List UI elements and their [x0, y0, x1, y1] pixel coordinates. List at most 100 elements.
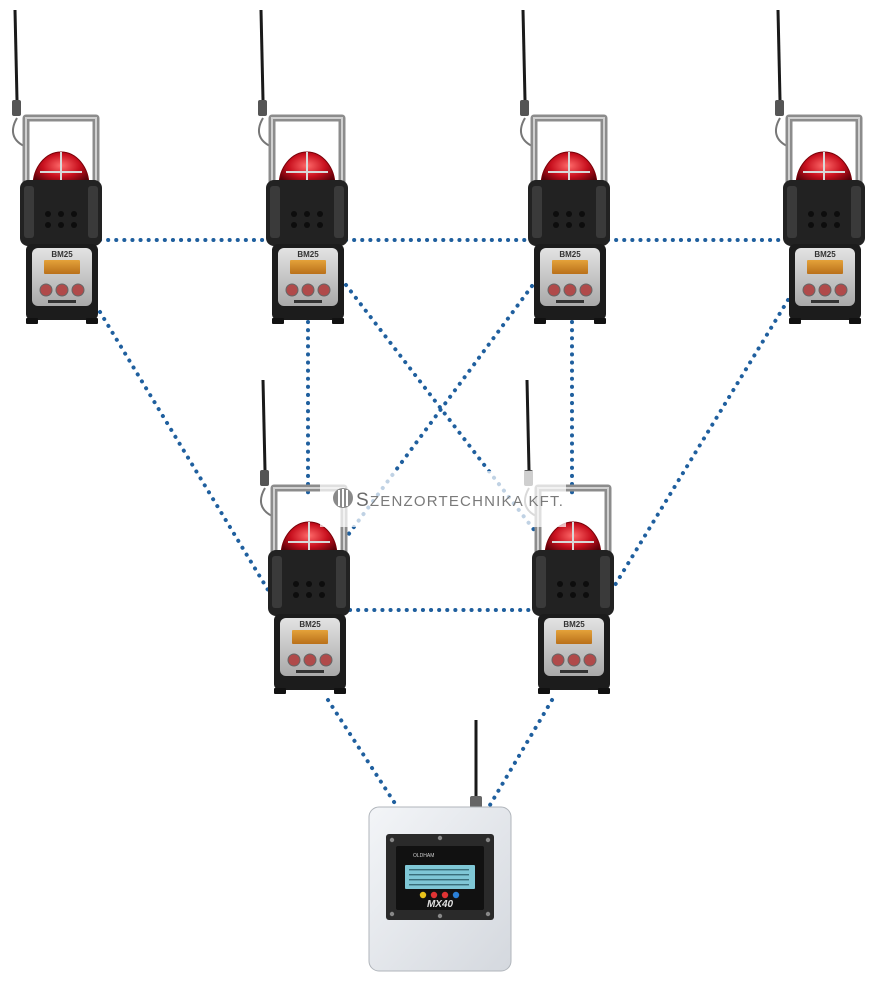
foot-right [334, 688, 346, 694]
sensor-port-icon [45, 211, 51, 217]
bezel-screw-icon [437, 835, 443, 841]
side-grip-right [596, 186, 606, 238]
sensor-port-icon [557, 581, 563, 587]
sensor-port-icon [319, 592, 325, 598]
lcd-display [556, 630, 592, 644]
lcd-display [292, 630, 328, 644]
sensor-port-icon [293, 592, 299, 598]
antenna-icon [259, 9, 265, 101]
sensor-port-icon [58, 211, 64, 217]
watermark-initial: S [356, 490, 370, 511]
antenna-cable [519, 117, 533, 147]
antenna-cable [11, 117, 25, 147]
foot-left [272, 318, 284, 324]
sensor-port-icon [317, 222, 323, 228]
sensor-port-icon [579, 222, 585, 228]
lcd-display [290, 260, 326, 274]
handle-highlight [533, 117, 605, 188]
side-grip-right [600, 556, 610, 608]
detector-d6: BM25 [523, 379, 614, 694]
antenna-icon [261, 379, 267, 471]
controller-antenna-base [470, 796, 482, 808]
antenna-icon [525, 379, 531, 471]
foot-right [332, 318, 344, 324]
sensor-port-icon [583, 581, 589, 587]
antenna-cable [259, 487, 273, 517]
sensor-port-icon [291, 211, 297, 217]
keypad-button-icon [55, 283, 69, 297]
keypad-button-icon [285, 283, 299, 297]
sensor-port-icon [45, 222, 51, 228]
sensor-port-icon [291, 222, 297, 228]
controller-button-icon [430, 891, 438, 899]
keypad-button-icon [317, 283, 331, 297]
keypad-button-icon [583, 653, 597, 667]
handle-highlight [788, 117, 860, 188]
antenna-base [775, 100, 784, 116]
keypad-button-icon [39, 283, 53, 297]
detector-model-label: BM25 [559, 250, 581, 259]
detector-model-label: BM25 [563, 620, 585, 629]
bezel-screw-icon [437, 913, 443, 919]
keypad-button-icon [287, 653, 301, 667]
controller-lcd [405, 865, 475, 889]
watermark-name: ZENZORTECHNIKA KFT. [369, 493, 565, 510]
foot-left [26, 318, 38, 324]
detector-d4: BM25 [774, 9, 865, 324]
keypad-button-icon [802, 283, 816, 297]
detector-d5: BM25 [259, 379, 350, 694]
sensor-port-icon [808, 211, 814, 217]
detector-model-label: BM25 [299, 620, 321, 629]
controller-model-label: MX40 [427, 899, 454, 910]
sensor-port-icon [821, 211, 827, 217]
brand-strip [556, 300, 584, 303]
antenna-base [258, 100, 267, 116]
keypad-button-icon [71, 283, 85, 297]
sensor-port-icon [570, 581, 576, 587]
sensor-port-icon [834, 222, 840, 228]
side-grip-right [336, 556, 346, 608]
sensor-port-icon [566, 222, 572, 228]
antenna-icon [776, 9, 782, 101]
lcd-text-line [409, 884, 469, 886]
detector-model-label: BM25 [814, 250, 836, 259]
watermark: SZENZORTECHNIKA KFT. [320, 471, 566, 527]
side-grip-right [851, 186, 861, 238]
detector-d2: BM25 [257, 9, 348, 324]
side-grip-left [536, 556, 546, 608]
side-grip-left [272, 556, 282, 608]
watermark-text: SZENZORTECHNIKA KFT. [356, 490, 564, 512]
keypad-button-icon [547, 283, 561, 297]
keypad-button-icon [551, 653, 565, 667]
brand-strip [811, 300, 839, 303]
lcd-text-line [409, 874, 469, 876]
brand-strip [48, 300, 76, 303]
sensor-port-icon [304, 211, 310, 217]
detector-model-label: BM25 [51, 250, 73, 259]
antenna-icon [521, 9, 527, 101]
sensor-port-icon [834, 211, 840, 217]
foot-left [534, 318, 546, 324]
handle-highlight [271, 117, 343, 188]
detector-d1: BM25 [11, 9, 102, 324]
sensor-port-icon [553, 211, 559, 217]
brand-strip [294, 300, 322, 303]
foot-right [86, 318, 98, 324]
bezel-screw-icon [485, 837, 491, 843]
sensor-port-icon [570, 592, 576, 598]
link-d4-d6 [610, 298, 790, 592]
sensor-port-icon [583, 592, 589, 598]
bezel-screw-icon [485, 911, 491, 917]
sensor-port-icon [808, 222, 814, 228]
antenna-icon [13, 9, 19, 101]
antenna-base [520, 100, 529, 116]
sensor-port-icon [71, 222, 77, 228]
controller-button-icon [419, 891, 427, 899]
side-grip-left [24, 186, 34, 238]
antenna-base [260, 470, 269, 486]
antenna-base [12, 100, 21, 116]
foot-left [538, 688, 550, 694]
